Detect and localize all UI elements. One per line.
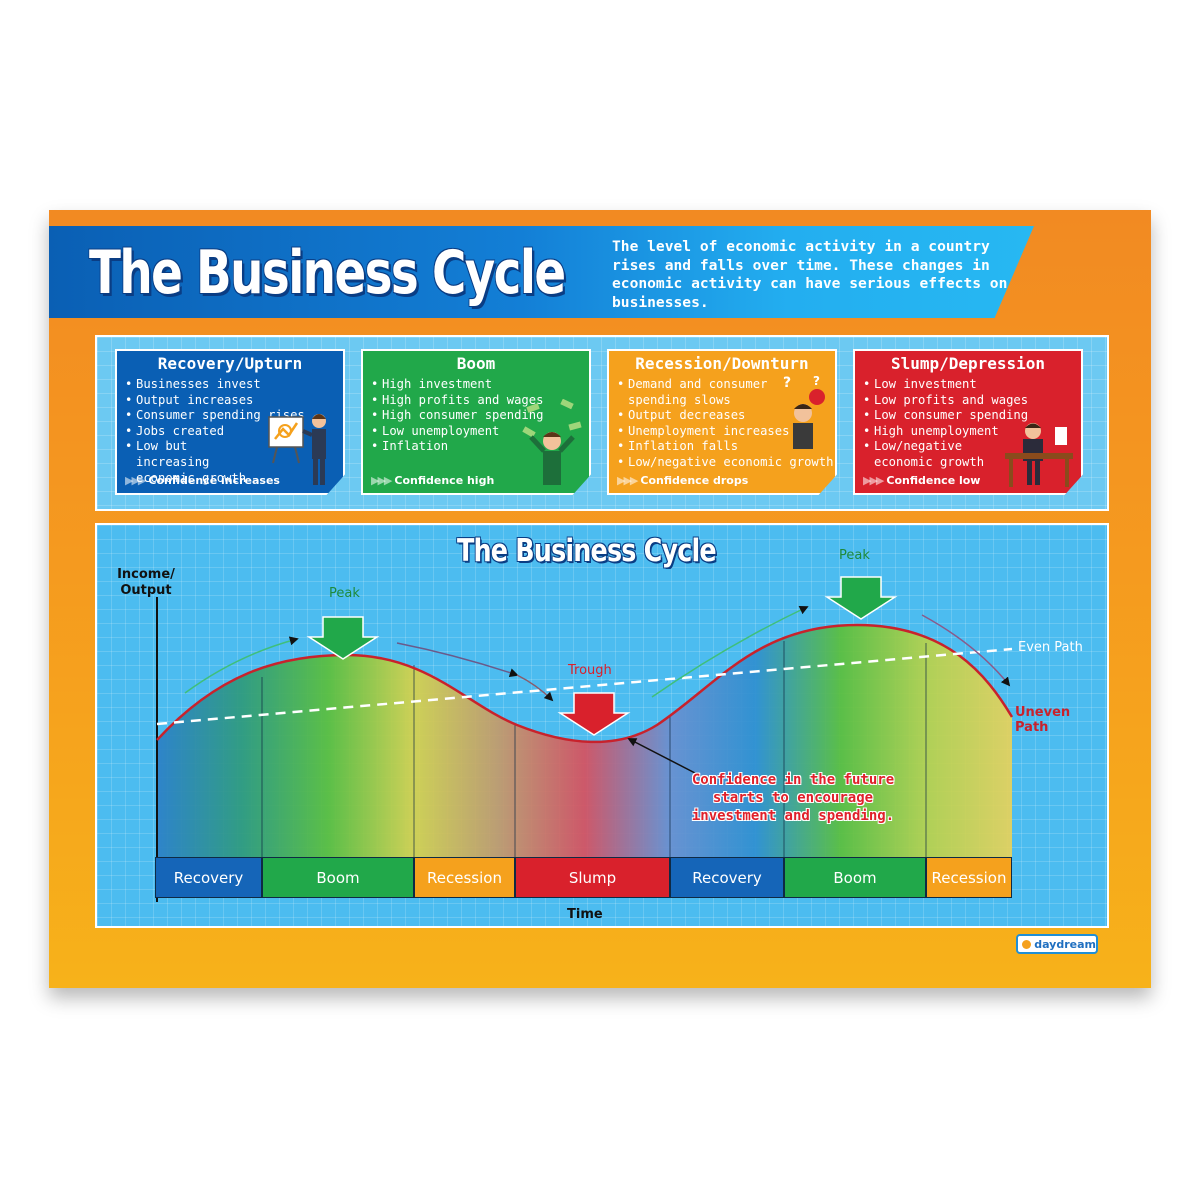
- list-item: Low consumer spending: [863, 408, 1081, 424]
- list-item: Low investment: [863, 377, 1081, 393]
- logo-text: daydream: [1034, 937, 1096, 951]
- uneven-path-label: Uneven Path: [1015, 705, 1071, 735]
- uneven-path-line: [156, 623, 1014, 744]
- confidence-label: ▶▶▶Confidence high: [371, 474, 494, 487]
- card-recession: Recession/Downturn Demand and consumer s…: [607, 349, 837, 495]
- person-at-desk-icon: [1005, 423, 1073, 487]
- list-item: High consumer spending: [371, 408, 589, 424]
- list-item: Unemployment increases: [617, 424, 835, 440]
- trough-arrow-icon: [557, 692, 631, 736]
- business-cycle-diagram: [156, 576, 1014, 902]
- card-title: Recovery/Upturn: [157, 354, 303, 373]
- title-banner: The Business Cycle The level of economic…: [49, 226, 1034, 318]
- peak-label: Peak: [329, 586, 360, 601]
- list-item: Jobs created: [125, 424, 343, 440]
- diagram-panel: The Business Cycle Income/ Output: [95, 523, 1109, 928]
- trend-arrow-down: [396, 642, 519, 677]
- confidence-note: Confidence in the future starts to encou…: [691, 772, 895, 824]
- brand-logo: daydream: [1016, 934, 1098, 954]
- phase-recession: Recession: [414, 857, 515, 898]
- list-item: Low/negative economic growth: [617, 455, 835, 471]
- list-item: Businesses invest: [125, 377, 343, 393]
- diagram-title: The Business Cycle: [457, 533, 717, 569]
- peak-arrow-icon: [824, 576, 898, 620]
- list-item: High profits and wages: [371, 393, 589, 409]
- card-recovery: Recovery/Upturn Businesses invest Output…: [115, 349, 345, 495]
- card-boom: Boom High investment High profits and wa…: [361, 349, 591, 495]
- confidence-text: Confidence high: [394, 474, 495, 487]
- cloud-icon: [1022, 939, 1032, 949]
- peak-label: Peak: [839, 548, 870, 563]
- card-title: Recession/Downturn: [635, 354, 809, 373]
- confidence-text: Confidence low: [886, 474, 981, 487]
- x-axis-label: Time: [567, 907, 603, 922]
- trend-arrow-up: [651, 606, 809, 698]
- intro-text: The level of economic activity in a coun…: [612, 238, 1008, 311]
- presenter-icon: [268, 414, 326, 485]
- phase-recession: Recession: [926, 857, 1012, 898]
- list-item: Low profits and wages: [863, 393, 1081, 409]
- triple-arrow-icon: ▶▶▶: [125, 474, 146, 487]
- card-bullets: Low investment Low profits and wages Low…: [855, 377, 1081, 471]
- page-title: The Business Cycle: [89, 238, 566, 308]
- card-slump: Slump/Depression Low investment Low prof…: [853, 349, 1083, 495]
- poster: The Business Cycle The level of economic…: [49, 210, 1151, 988]
- svg-text:?: ?: [813, 374, 820, 388]
- confidence-label: ▶▶▶Confidence drops: [617, 474, 748, 487]
- confidence-label: ▶▶▶Confidence low: [863, 474, 980, 487]
- even-path-line: [156, 647, 1013, 726]
- list-item: Demand and consumer spending slows: [617, 377, 798, 408]
- list-item: Low/negative economic growth: [863, 439, 1002, 470]
- list-item: Low but increasing economic growth: [125, 439, 264, 486]
- card-title: Slump/Depression: [890, 354, 1046, 373]
- phase-dividers: [261, 641, 927, 860]
- confidence-text: Confidence increases: [148, 474, 280, 487]
- confidence-label: ▶▶▶Confidence increases: [125, 474, 280, 487]
- note-pointer: [627, 738, 696, 774]
- list-item: High unemployment: [863, 424, 1081, 440]
- list-item: Output increases: [125, 393, 343, 409]
- list-item: Consumer spending rises: [125, 408, 343, 424]
- phase-slump: Slump: [515, 857, 670, 898]
- trough-label: Trough: [568, 663, 612, 678]
- triple-arrow-icon: ▶▶▶: [371, 474, 392, 487]
- even-path-label: Even Path: [1018, 640, 1083, 655]
- list-item: Output decreases: [617, 408, 835, 424]
- phases-panel: Recovery/Upturn Businesses invest Output…: [95, 335, 1109, 511]
- trend-arrow-down: [516, 674, 554, 702]
- svg-text:?: ?: [783, 375, 791, 391]
- phase-boom: Boom: [262, 857, 414, 898]
- y-axis-label: Income/ Output: [117, 567, 175, 598]
- trend-arrow-down: [921, 614, 1011, 687]
- peak-arrow-icon: [306, 616, 380, 660]
- phase-boom: Boom: [784, 857, 926, 898]
- card-title: Boom: [456, 354, 496, 373]
- trend-arrow-up: [184, 636, 299, 694]
- list-item: Inflation falls: [617, 439, 835, 455]
- phase-recovery: Recovery: [155, 857, 262, 898]
- worried-person-icon: ? ?: [783, 374, 825, 449]
- triple-arrow-icon: ▶▶▶: [617, 474, 638, 487]
- card-bullets: Businesses invest Output increases Consu…: [117, 377, 343, 486]
- list-item: High investment: [371, 377, 589, 393]
- card-bullets: High investment High profits and wages H…: [363, 377, 589, 455]
- triple-arrow-icon: ▶▶▶: [863, 474, 884, 487]
- money-rain-icon: [522, 399, 582, 485]
- phase-recovery: Recovery: [670, 857, 784, 898]
- list-item: Inflation: [371, 439, 589, 455]
- card-bullets: Demand and consumer spending slows Outpu…: [609, 377, 835, 471]
- confidence-text: Confidence drops: [640, 474, 749, 487]
- list-item: Low unemployment: [371, 424, 589, 440]
